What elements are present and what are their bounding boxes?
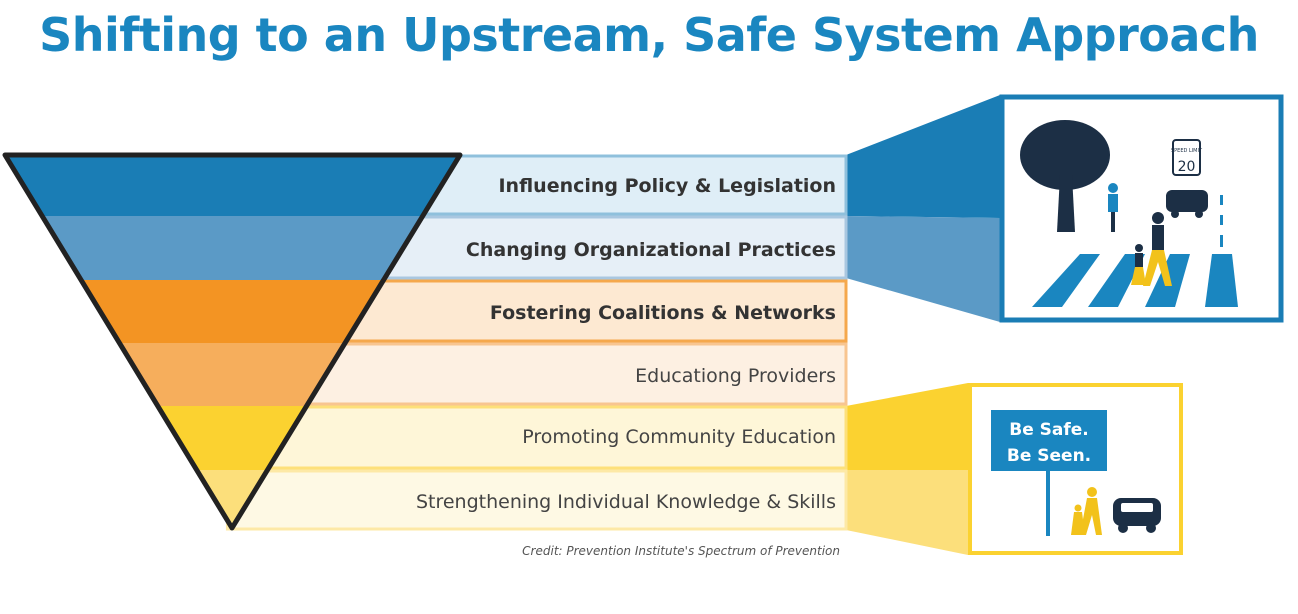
triangle-band-organizational [42,216,423,280]
level-label-providers: Educationg Providers [635,365,836,387]
level-label-coalitions: Fostering Coalitions & Networks [490,302,836,324]
credit-text: Credit: Prevention Institute's Spectrum … [522,544,840,558]
upstream-illustration: SPEED LIMIT 20 [999,94,1284,323]
pedestrians-icon [1131,212,1172,286]
sign-line-2: Be Seen. [1007,446,1091,466]
triangle-outline [2,152,463,531]
pedestrians-icon [1071,487,1102,535]
car-icon [1113,498,1161,533]
level-box-individual [225,469,848,531]
downstream-connector-top [846,383,968,470]
speed-limit-sign-icon: SPEED LIMIT 20 [1171,139,1203,176]
cyclist-icon [1108,183,1118,232]
level-box-organizational [381,215,848,280]
tree-icon [1020,120,1110,232]
be-safe-sign [991,410,1107,471]
triangle-band-policy [5,155,460,216]
svg-text:20: 20 [1178,159,1196,175]
triangle-band-providers [119,343,346,406]
level-box-community [265,405,848,470]
page-title: Shifting to an Upstream, Safe System App… [39,8,1259,62]
level-label-individual: Strengthening Individual Knowledge & Ski… [416,491,836,513]
triangle-band-coalitions [81,280,384,343]
triangle-band-individual [196,470,268,528]
level-label-organizational: Changing Organizational Practices [466,239,836,261]
level-label-policy: Influencing Policy & Legislation [498,175,836,197]
level-box-coalitions [342,279,848,343]
triangle-band-community [157,406,307,470]
level-box-policy [418,154,848,216]
upstream-connector-top [846,95,1000,218]
downstream-connector-bottom [846,470,968,555]
car-icon [1166,190,1208,218]
sign-line-1: Be Safe. [1009,420,1089,440]
svg-text:SPEED LIMIT: SPEED LIMIT [1171,148,1203,154]
level-box-providers [303,342,848,406]
level-label-community: Promoting Community Education [522,426,836,448]
upstream-connector-bottom [846,216,1000,322]
downstream-illustration: Be Safe. Be Seen. [968,383,1183,555]
